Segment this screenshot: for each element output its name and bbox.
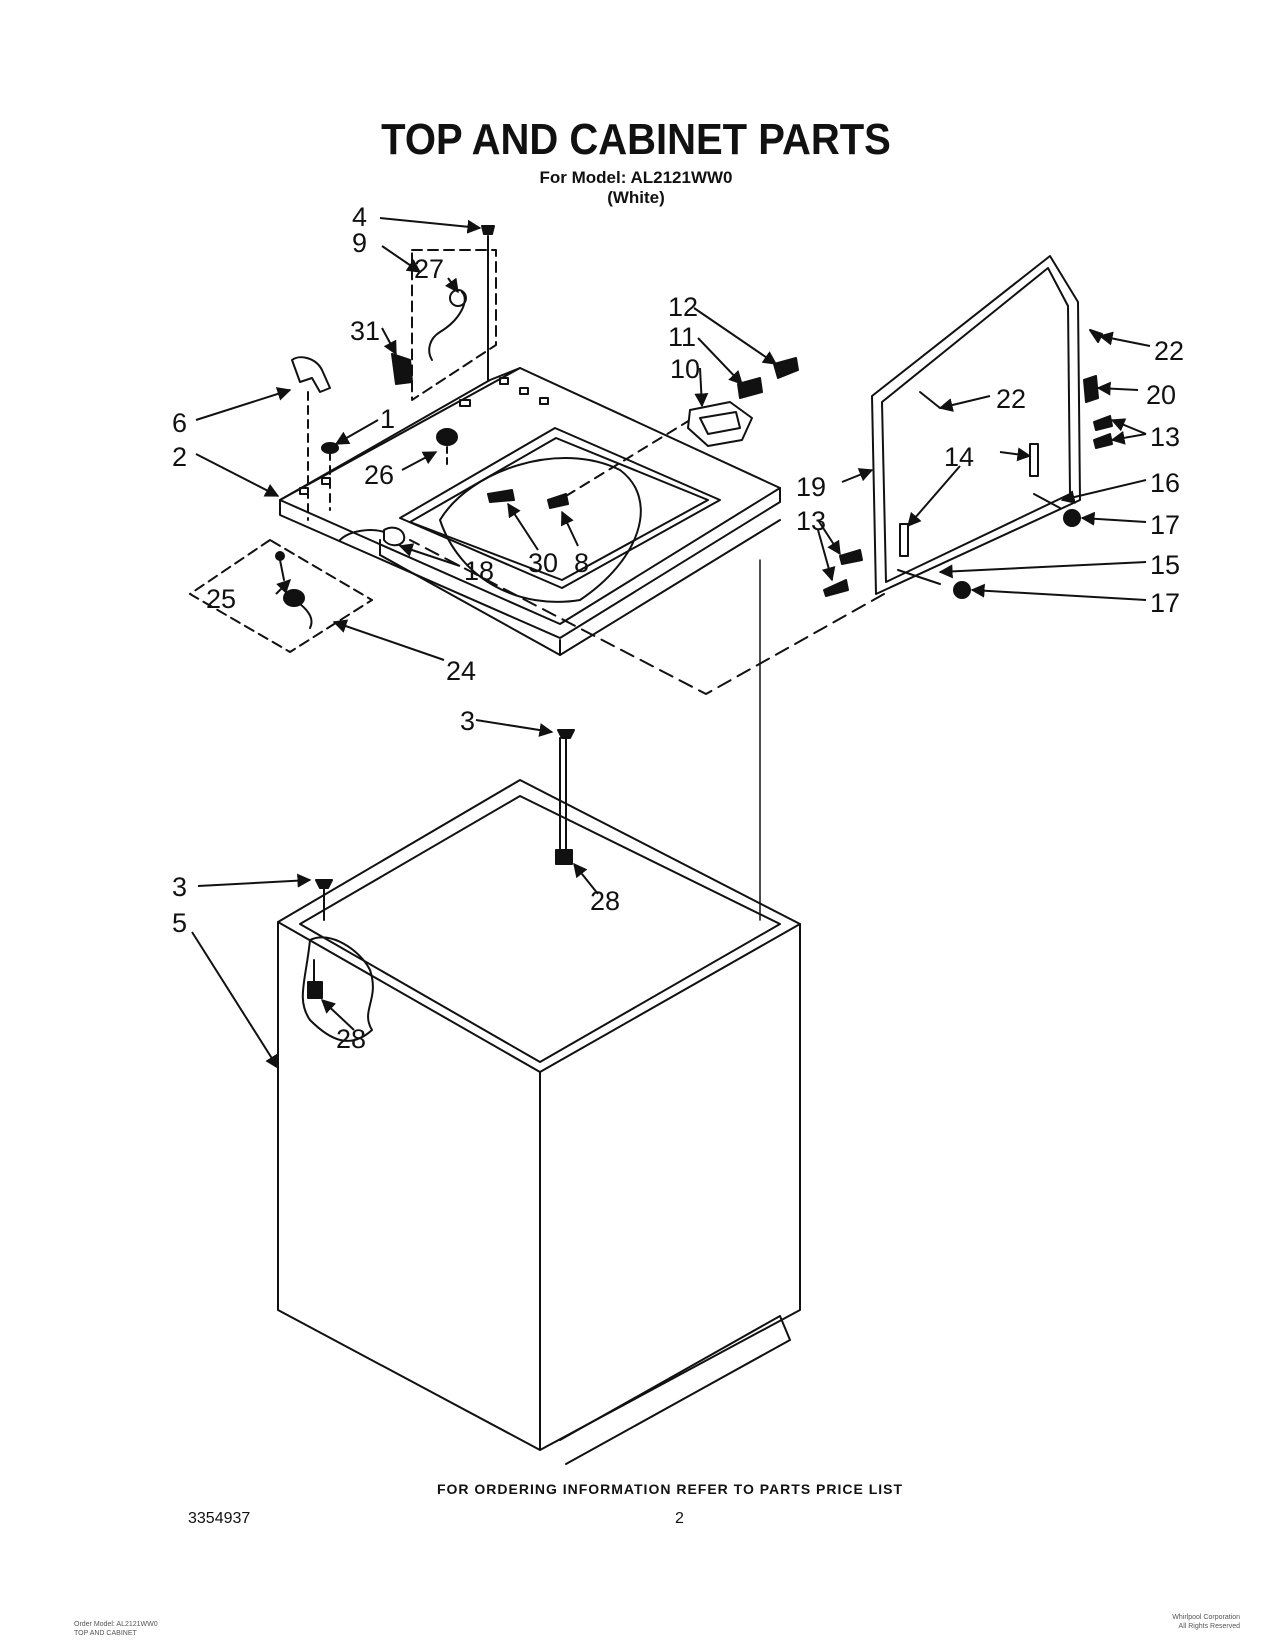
callout-22-inner: 22 — [996, 384, 1026, 414]
hinge-parts-11-12 — [737, 357, 799, 399]
small-print-right-line-2: All Rights Reserved — [1178, 1623, 1240, 1630]
cabinet-part-5 — [277, 779, 801, 1465]
callout-9: 9 — [352, 228, 367, 258]
callout-17-upper: 17 — [1150, 510, 1180, 540]
callout-18: 18 — [464, 556, 494, 586]
small-print-right-line-1: Whirlpool Corporation — [1172, 1614, 1240, 1621]
document-number: 3354937 — [188, 1510, 251, 1527]
callout-8: 8 — [574, 548, 589, 578]
callout-28-cutaway: 28 — [336, 1024, 366, 1054]
leader-lines — [191, 217, 1151, 1070]
screw-part-3-left — [315, 879, 333, 921]
screw-part-30 — [487, 489, 515, 503]
model-line: For Model: AL2121WW0 — [539, 168, 733, 187]
washer-top-panel — [279, 367, 781, 656]
callout-16: 16 — [1150, 468, 1180, 498]
callout-31: 31 — [350, 316, 380, 346]
callout-17-lower: 17 — [1150, 588, 1180, 618]
hinge-part-10 — [687, 401, 753, 447]
callout-5: 5 — [172, 908, 187, 938]
small-print-left-line-1: Order Model: AL2121WW0 — [74, 1621, 158, 1628]
callout-1: 1 — [380, 404, 395, 434]
screw-part-4 — [481, 225, 495, 235]
page-number: 2 — [675, 1510, 684, 1527]
clip-part-31 — [391, 353, 413, 385]
callout-13-right: 13 — [1150, 422, 1180, 452]
callout-10: 10 — [670, 354, 700, 384]
callout-26: 26 — [364, 460, 394, 490]
callout-14: 14 — [944, 442, 974, 472]
callout-3-left: 3 — [172, 872, 187, 902]
callout-labels: 4 9 27 31 6 1 2 26 30 8 18 25 24 12 11 1… — [172, 202, 1184, 1054]
callout-20: 20 — [1146, 380, 1176, 410]
screw-part-3-top — [557, 729, 575, 851]
callout-13-left: 13 — [796, 506, 826, 536]
callout-11: 11 — [668, 322, 696, 352]
callout-28-top: 28 — [590, 886, 620, 916]
callout-30: 30 — [528, 548, 558, 578]
bracket-part-6 — [291, 356, 331, 521]
small-print-left-line-2: TOP AND CABINET — [74, 1630, 137, 1637]
callout-19: 19 — [796, 472, 826, 502]
model-subtitle: For Model: AL2121WW0 (White) — [0, 168, 1272, 208]
lid-part-19 — [409, 255, 1113, 695]
color-line: (White) — [607, 188, 665, 207]
callout-22-right: 22 — [1154, 336, 1184, 366]
callout-24: 24 — [446, 656, 476, 686]
callout-6: 6 — [172, 408, 187, 438]
page-title: TOP AND CABINET PARTS — [381, 116, 891, 164]
part-18 — [339, 526, 406, 547]
screw-part-8 — [547, 419, 691, 509]
callout-27: 27 — [414, 254, 444, 284]
knob-part-26 — [436, 428, 458, 469]
callout-3-top: 3 — [460, 706, 475, 736]
callout-12: 12 — [668, 292, 698, 322]
bolt-part-28 — [307, 849, 573, 999]
callout-15: 15 — [1150, 550, 1180, 580]
small-print-left: Order Model: AL2121WW0 TOP AND CABINET — [74, 1620, 158, 1638]
callout-4: 4 — [352, 202, 367, 232]
switch-box-part-24 — [189, 539, 373, 653]
callout-25: 25 — [206, 584, 236, 614]
knob-part-1 — [321, 442, 339, 511]
callout-2: 2 — [172, 442, 187, 472]
ordering-info: FOR ORDERING INFORMATION REFER TO PARTS … — [436, 1481, 904, 1497]
small-print-right: Whirlpool Corporation All Rights Reserve… — [1040, 1613, 1240, 1631]
